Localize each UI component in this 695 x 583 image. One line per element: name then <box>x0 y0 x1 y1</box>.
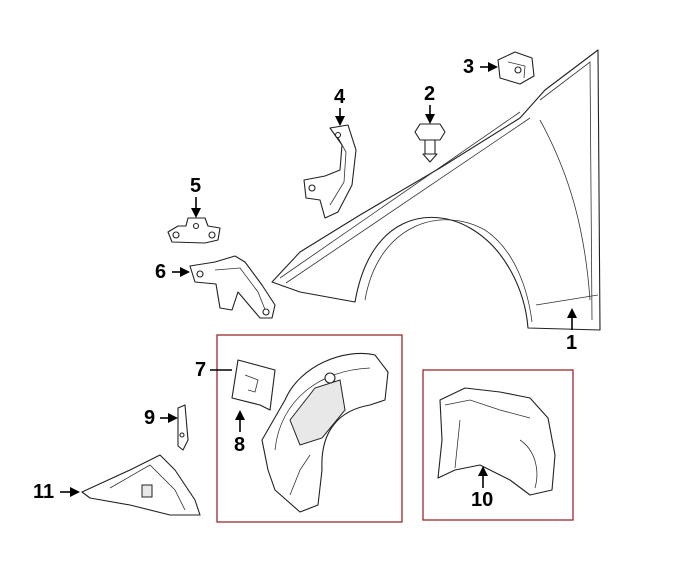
callout-5: 5 <box>190 175 202 197</box>
seal-part-9 <box>177 404 189 451</box>
splash-shield-part-11 <box>81 454 201 516</box>
callout-9: 9 <box>144 407 156 429</box>
callout-6: 6 <box>155 261 167 283</box>
fender-part-1 <box>271 49 601 331</box>
callout-3: 3 <box>463 56 475 78</box>
bracket-part-5 <box>167 217 221 244</box>
wheel-liner-part-10 <box>437 387 556 496</box>
callout-7: 7 <box>195 359 207 381</box>
bracket-part-3 <box>497 51 535 85</box>
group-box-10 <box>422 369 574 521</box>
callout-8: 8 <box>234 434 246 456</box>
bracket-part-4 <box>303 124 357 219</box>
wheel-liner-part-7 <box>261 352 389 513</box>
group-box-7-8 <box>216 334 403 523</box>
callout-1: 1 <box>566 332 578 354</box>
bolt-part-2 <box>414 123 446 163</box>
callout-arrows <box>60 62 577 497</box>
bracket-part-6 <box>189 255 276 319</box>
callout-4: 4 <box>334 86 346 108</box>
callout-11: 11 <box>33 481 55 503</box>
callout-2: 2 <box>424 83 436 105</box>
callout-10: 10 <box>471 489 494 511</box>
cover-plate-part-8 <box>231 359 276 411</box>
